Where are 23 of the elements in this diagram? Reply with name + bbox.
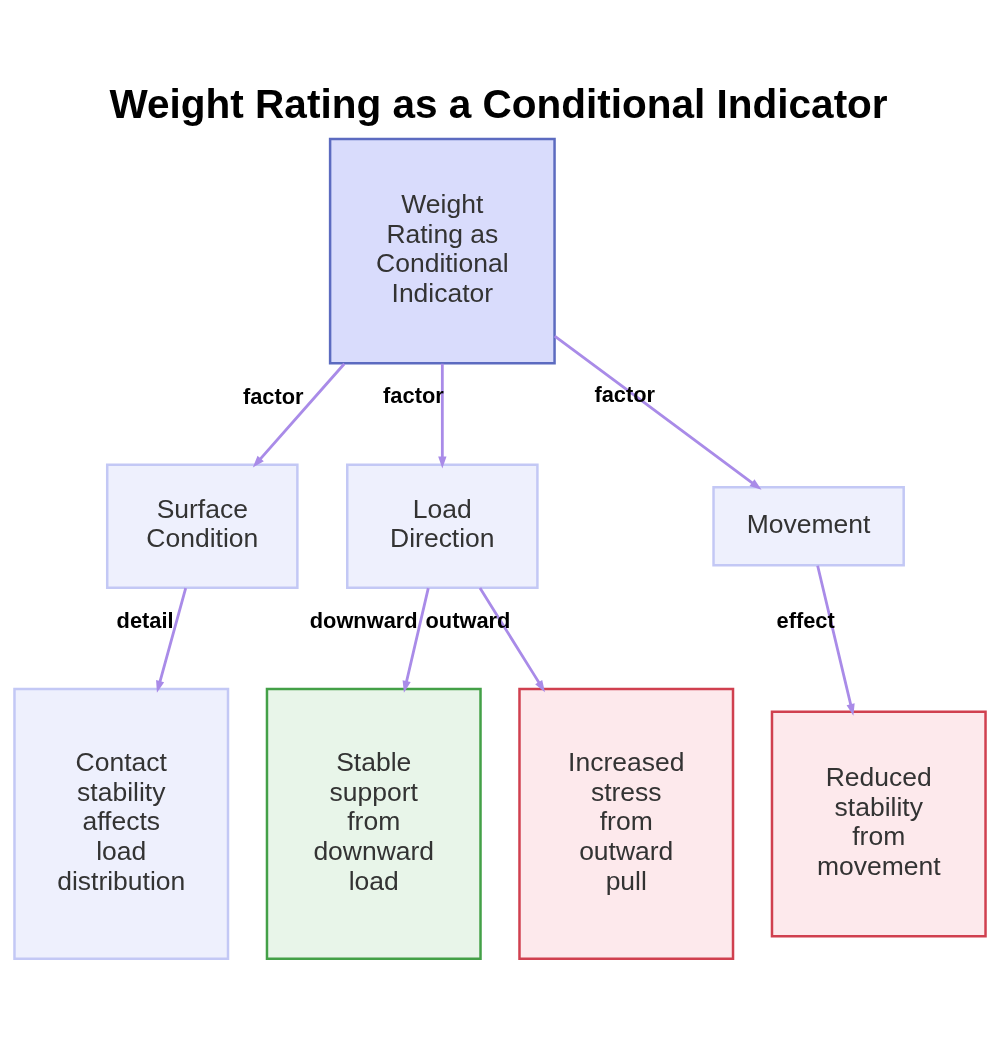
node-box: Reduced stability from movement [770,710,987,938]
edge-label: factor [383,383,444,409]
arrow [478,587,545,693]
node-box: Surface Condition [105,463,299,590]
edge-label: downward [309,607,418,633]
arrow [252,362,346,468]
node-box: Contact stability affects load distribution [13,687,230,960]
edge-label: factor [594,382,655,408]
node-box: Movement [712,486,905,567]
arrow [156,587,188,693]
edge-label: effect [776,607,835,633]
edge-label: factor [242,384,304,410]
arrow [816,565,855,716]
edge-label: detail [116,607,174,633]
arrow [553,335,762,490]
diagram-title: Weight Rating as a Conditional Indicator [109,81,888,128]
edge-label: outward [425,608,511,634]
node-box: Load Direction [346,463,539,590]
arrow [438,363,447,469]
node-box: Increased stress from outward pull [518,687,735,960]
node-box: Stable support from downward load [265,687,482,960]
arrow [402,587,430,693]
node-box: Weight Rating as Conditional Indicator [328,137,556,365]
